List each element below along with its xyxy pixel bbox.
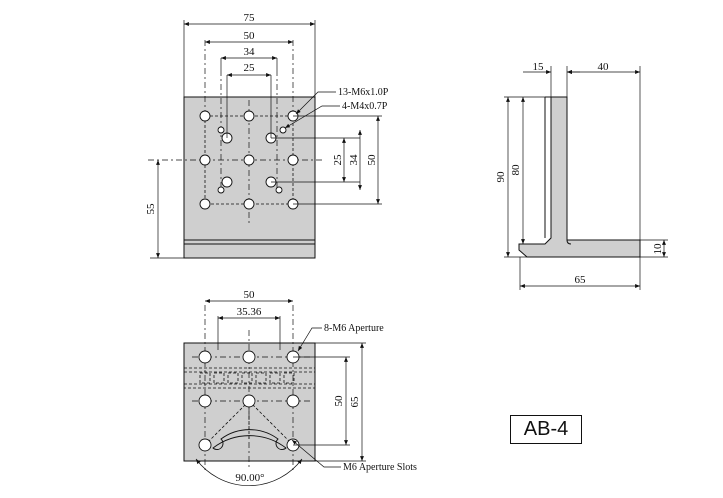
m4-hole (217, 126, 225, 134)
dim-label-b50: 50 (244, 289, 256, 301)
callout-m4-taps: 4-M4x0.7P (342, 101, 388, 112)
m6-hole (199, 154, 211, 166)
strip-slot-group (199, 372, 295, 384)
m6-hole (243, 154, 255, 166)
dim-label-h55: 55 (145, 203, 157, 215)
dim-label-40: 40 (598, 61, 610, 73)
aperture-hole (242, 350, 256, 364)
aperture-hole (198, 438, 212, 452)
angle-dim-arc (195, 458, 303, 486)
m4-hole (275, 186, 283, 194)
m6-hole (199, 110, 211, 122)
angle-bracket-profile (518, 96, 641, 258)
dim-label-b-h65: 65 (349, 396, 361, 408)
dim-label-34: 34 (244, 46, 256, 58)
dim-label-10: 10 (652, 243, 664, 255)
dim-label-50: 50 (244, 30, 256, 42)
strip-slot (227, 372, 239, 384)
dim-label-25: 25 (244, 62, 256, 74)
dim-label-80: 80 (510, 164, 522, 176)
bottom-view: 50 35.36 50 65 90.00° 8-M6 Aperture M6 A… (183, 289, 417, 486)
dim-label-h25: 25 (332, 154, 344, 166)
angle-label: 90.00° (235, 472, 264, 484)
strip-slot (199, 372, 211, 384)
m6-hole (287, 154, 299, 166)
m6-hole (243, 110, 255, 122)
callout-leader-m4 (284, 105, 340, 129)
aperture-hole (242, 394, 256, 408)
side-view: 15 40 90 80 10 65 (495, 61, 668, 290)
aperture-hole (198, 350, 212, 364)
m4-hole (279, 126, 287, 134)
strip-slot (255, 372, 267, 384)
dim-label-b-h50: 50 (333, 395, 345, 407)
m6-hole (199, 198, 211, 210)
aperture-hole (198, 394, 212, 408)
strip-slot (269, 372, 281, 384)
callout-m6-taps: 13-M6x1.0P (338, 87, 389, 98)
dim-label-75: 75 (244, 12, 256, 24)
callout-leader-slots (291, 439, 341, 468)
m4-hole (217, 186, 225, 194)
aperture-slot-arc (212, 429, 287, 450)
m6-hole (221, 176, 233, 188)
callout-aperture: 8-M6 Aperture (324, 323, 384, 334)
m6-hole (243, 198, 255, 210)
dim-label-h50: 50 (366, 154, 378, 166)
callout-slots: M6 Aperture Slots (343, 462, 417, 473)
top-view: 75 50 34 25 25 34 50 55 13-M6x1.0P 4-M4x… (145, 12, 389, 259)
dim-label-35-36: 35.36 (237, 306, 262, 318)
model-label: AB-4 (510, 415, 582, 444)
flange-strip (183, 367, 316, 389)
callout-leader-m6 (295, 91, 336, 115)
strip-slot (283, 372, 295, 384)
dim-label-90: 90 (495, 171, 507, 183)
dim-label-15: 15 (533, 61, 545, 73)
strip-slot (241, 372, 253, 384)
aperture-hole (286, 394, 300, 408)
strip-slot (213, 372, 225, 384)
callout-leader-aperture (297, 327, 322, 352)
dim-label-h34: 34 (348, 154, 360, 166)
dim-label-65: 65 (575, 274, 587, 286)
m4-hole-group (217, 126, 287, 194)
